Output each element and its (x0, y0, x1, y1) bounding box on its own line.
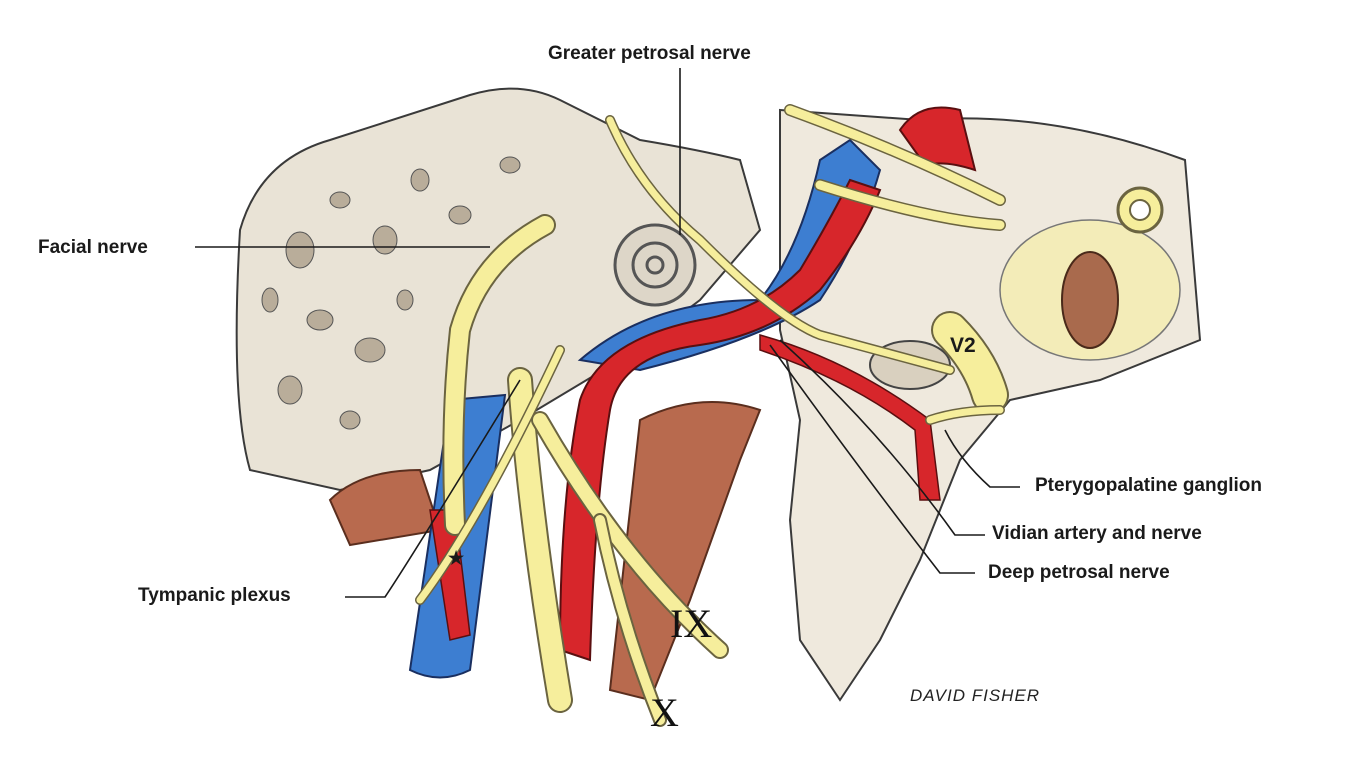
artist-signature: DAVID FISHER (910, 686, 1041, 705)
nerves (415, 104, 1009, 727)
label-vidian-artery-nerve: Vidian artery and nerve (992, 523, 1202, 544)
marker-x: X (650, 690, 679, 735)
leader-lines (195, 68, 1020, 598)
label-deep-petrosal-nerve: Deep petrosal nerve (988, 562, 1170, 583)
muscle-oval (1061, 251, 1119, 349)
internal-carotid (558, 178, 882, 662)
label-pterygopalatine-ganglion: Pterygopalatine ganglion (1035, 475, 1262, 496)
bone-texture (261, 156, 521, 430)
marker-ix: IX (670, 601, 713, 646)
muscle-column (608, 401, 762, 702)
petrous-bone (235, 87, 762, 492)
vidian-artery (759, 334, 941, 501)
label-greater-petrosal-nerve: Greater petrosal nerve (548, 43, 751, 64)
cochlea (613, 223, 697, 307)
label-facial-nerve: Facial nerve (38, 237, 148, 258)
marker-star: ★ (448, 548, 465, 568)
marker-v2: V2 (950, 334, 976, 357)
label-tympanic-plexus: Tympanic plexus (138, 585, 291, 606)
muscle-left (328, 468, 442, 547)
